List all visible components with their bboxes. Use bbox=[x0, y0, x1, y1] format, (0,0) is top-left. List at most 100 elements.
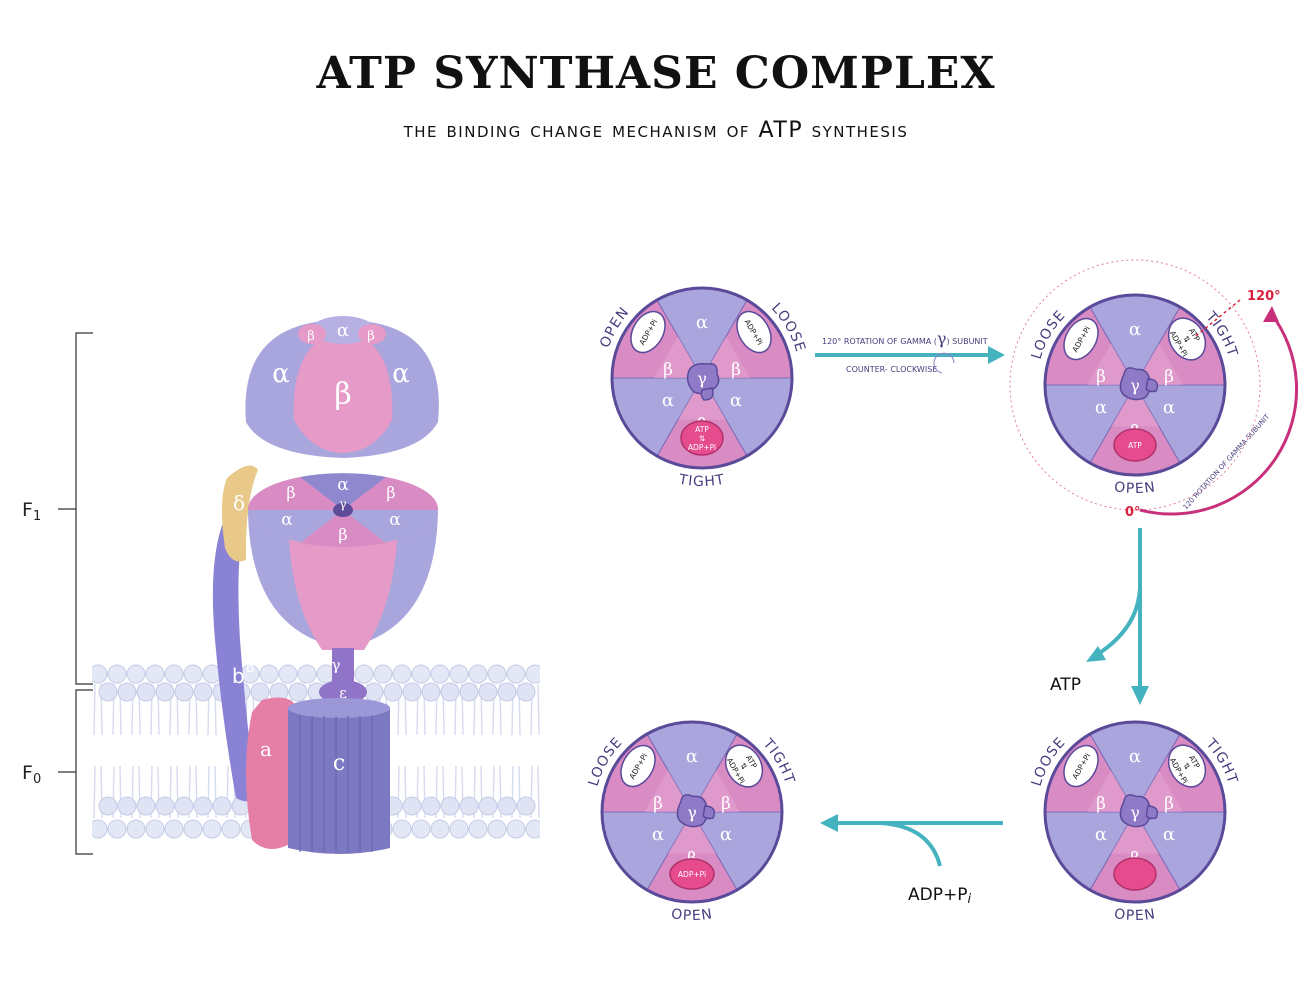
cap-alpha-right: α bbox=[392, 359, 410, 389]
cap-alpha-top: α bbox=[337, 320, 349, 341]
binding-site-bubble-shape bbox=[669, 858, 715, 890]
lipid-head bbox=[107, 819, 127, 839]
face-gamma: γ bbox=[339, 497, 346, 511]
lipid-head bbox=[278, 664, 298, 684]
wheel-inner-beta bbox=[678, 378, 726, 420]
lipid-head bbox=[478, 682, 498, 702]
sector-beta-label: β bbox=[1164, 794, 1174, 814]
lipid-head bbox=[297, 664, 317, 684]
sector-alpha-label: α bbox=[652, 824, 664, 845]
binding-site-bubble: ADP+Pi bbox=[620, 744, 656, 788]
wheel-state-label-text: OPEN bbox=[670, 906, 713, 924]
gamma-core bbox=[676, 794, 716, 828]
binding-site-bubble-text: ADP+Pi bbox=[678, 870, 706, 879]
c-label: c bbox=[333, 751, 345, 776]
binding-site-bubble: ATP⇅ADP+Pi bbox=[1168, 317, 1207, 361]
sector-beta-label: β bbox=[731, 360, 741, 380]
cap-beta-right: β bbox=[367, 329, 375, 344]
lipid-head bbox=[126, 819, 146, 839]
wheel-state-label-text: OPEN bbox=[1113, 906, 1156, 924]
gamma-core-label: γ bbox=[687, 803, 697, 822]
binding-site-bubble: ATP⇅ADP+Pi bbox=[680, 420, 724, 456]
lipid-head bbox=[183, 664, 203, 684]
wheel-rim bbox=[1043, 720, 1227, 904]
sector-alpha-label: α bbox=[1095, 397, 1107, 418]
lipid-head bbox=[155, 796, 175, 816]
lipid-head bbox=[212, 796, 232, 816]
lipid-head bbox=[98, 796, 118, 816]
binding-site-bubble: ADP+Pi bbox=[669, 858, 715, 890]
lipid-head bbox=[430, 664, 450, 684]
lipid-head bbox=[525, 664, 540, 684]
lipid-head bbox=[487, 664, 507, 684]
epsilon-subunit bbox=[319, 680, 367, 704]
sector-alpha-label: α bbox=[730, 390, 742, 411]
lipid-head bbox=[288, 682, 308, 702]
lipid-head bbox=[421, 682, 441, 702]
wheel-inner-beta bbox=[1111, 385, 1159, 427]
gamma-core-lobe bbox=[1145, 378, 1159, 393]
face-alpha-l: α bbox=[281, 510, 293, 530]
wheel-rim bbox=[600, 720, 784, 904]
lipid-head bbox=[136, 682, 156, 702]
lipid-head bbox=[506, 819, 526, 839]
cap-beta-left: β bbox=[307, 329, 315, 344]
lipid-head bbox=[392, 819, 412, 839]
sector-beta-label: β bbox=[721, 794, 731, 814]
sector-alpha-label: α bbox=[1163, 397, 1175, 418]
binding-site-bubble-text: ⇅ bbox=[699, 434, 706, 443]
gamma-core bbox=[1119, 794, 1159, 828]
lipid-head bbox=[221, 819, 241, 839]
lipid-head bbox=[516, 682, 536, 702]
sector-beta-label: β bbox=[663, 360, 673, 380]
sector-beta-label: β bbox=[1096, 367, 1106, 387]
binding-site-bubble-text: ⇅ bbox=[1181, 334, 1192, 345]
binding-site-bubble-shape bbox=[620, 744, 656, 788]
atp-synthase-complex: α β β α α β δ α β β α α β γ bbox=[212, 316, 439, 854]
lipid-head bbox=[459, 682, 479, 702]
wheel-inner-beta bbox=[1087, 343, 1135, 385]
lipid-head bbox=[174, 796, 194, 816]
face-alpha-top: α bbox=[337, 475, 349, 495]
lipid-tail bbox=[93, 683, 96, 736]
lipid-head bbox=[506, 664, 526, 684]
wheel-rim bbox=[610, 286, 794, 470]
page-title: ATP SYNTHASE COMPLEX bbox=[316, 48, 996, 99]
lipid-head bbox=[421, 796, 441, 816]
lipid-head bbox=[107, 664, 127, 684]
gamma-core bbox=[1119, 367, 1159, 401]
sector-beta-label: β bbox=[1096, 794, 1106, 814]
subunit-brackets bbox=[58, 332, 93, 855]
binding-site-bubble-text: ⇅ bbox=[738, 761, 749, 772]
f0-label: F0 bbox=[22, 762, 41, 787]
binding-site-bubble-shape bbox=[724, 744, 764, 788]
adp-binding-label: ADP+Pi bbox=[908, 885, 971, 907]
lipid-head bbox=[126, 664, 146, 684]
f1-cut-face: α β β α α β γ bbox=[247, 473, 439, 547]
wheel-wheel4: αααβββγADP+PiATP⇅ADP+PiADP+PiLOOSETIGHTO… bbox=[586, 720, 797, 924]
sector-alpha-label: α bbox=[1129, 319, 1141, 340]
binding-site-bubble: ADP+Pi bbox=[736, 310, 772, 354]
rotation-arrow-label: 120° ROTATION OF GAMMA (γ) SUBUNIT bbox=[822, 329, 988, 348]
delta-subunit bbox=[221, 465, 258, 562]
sector-alpha-label: α bbox=[686, 746, 698, 767]
sector-alpha-label: α bbox=[1095, 824, 1107, 845]
cap-beta-center: β bbox=[334, 377, 351, 412]
angle-0-label: 0° bbox=[1125, 505, 1141, 520]
lipid-head bbox=[430, 819, 450, 839]
binding-site-bubble-text: ⇅ bbox=[1181, 761, 1192, 772]
wheel-state-label: TIGHT bbox=[677, 471, 727, 490]
lipid-head bbox=[468, 819, 488, 839]
counter-clockwise-label: COUNTER- CLOCKWISE bbox=[846, 365, 937, 374]
lipid-head bbox=[411, 664, 431, 684]
atp-release-label: ATP bbox=[1050, 675, 1081, 695]
binding-site-bubble bbox=[1113, 857, 1157, 891]
lipid-head bbox=[411, 819, 431, 839]
lipid-head bbox=[440, 682, 460, 702]
binding-change-wheels: αααβββγADP+PiADP+PiATP⇅ADP+PiOPENLOOSETI… bbox=[586, 286, 1240, 924]
gamma-label: γ bbox=[332, 656, 341, 674]
binding-site-bubble-shape bbox=[1113, 857, 1157, 891]
angle-120-label: 120° bbox=[1247, 289, 1281, 304]
